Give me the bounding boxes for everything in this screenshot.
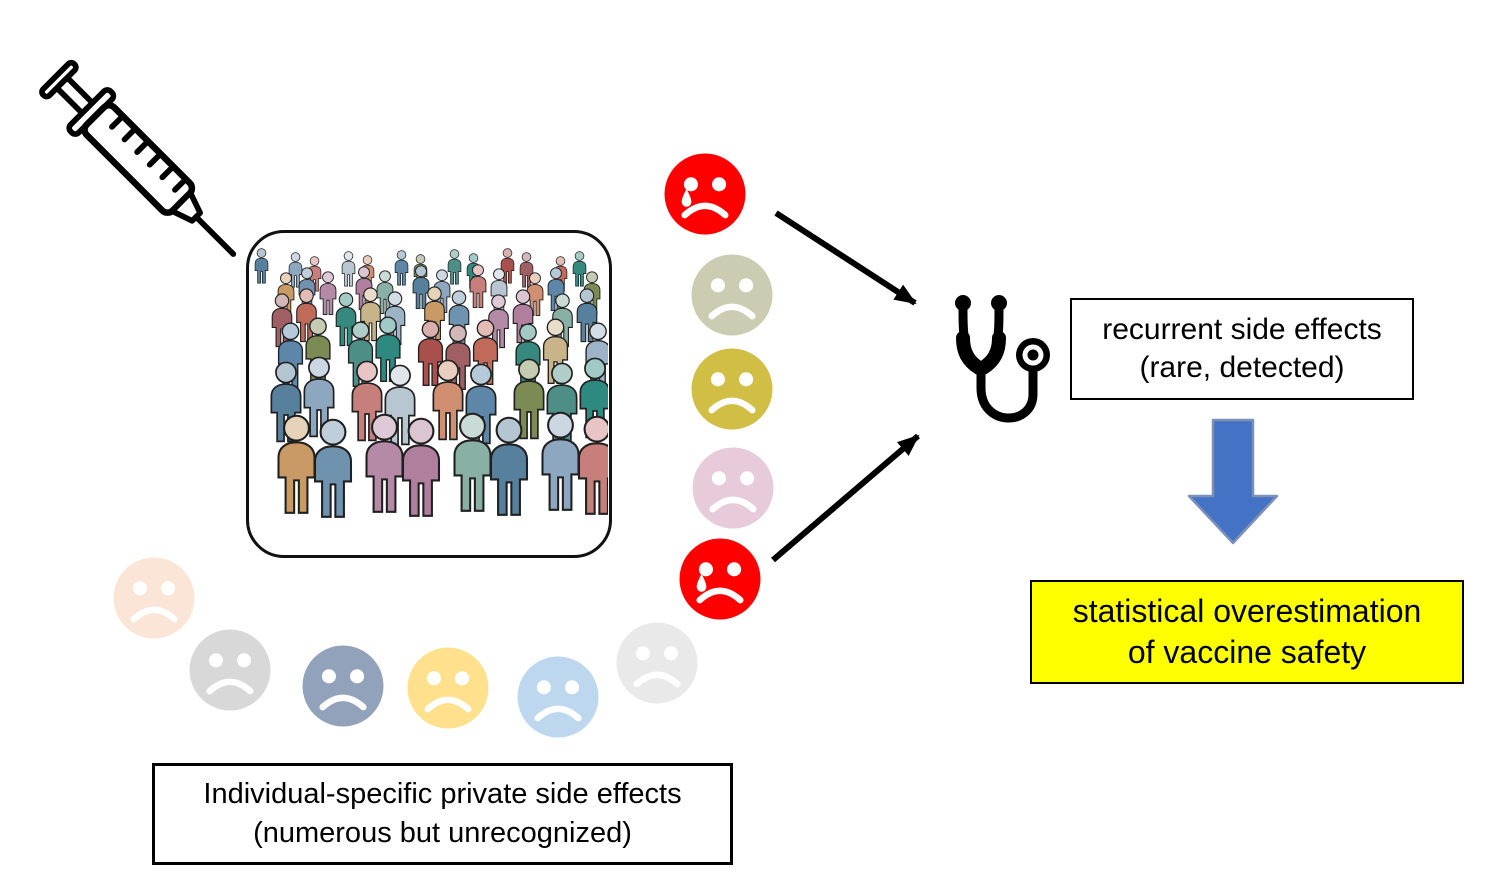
detected-sad-face-5-crying-red [676,535,764,623]
statistical-overestimation-box: statistical overestimation of vaccine sa… [1030,580,1464,684]
detected-sad-face-4-pink [689,444,777,532]
undetected-sad-face-5-light-blue [514,653,602,741]
detected-sad-face-3-mustard [688,345,776,433]
stethoscope-icon [955,295,1050,423]
syringe-icon [39,59,237,257]
arrow-bottom-face-to-doctor [771,433,920,563]
overestimation-line-2: of vaccine safety [1127,634,1367,670]
undetected-sad-face-3-blue-gray [299,642,387,730]
undetected-sad-face-6-pale-gray [613,619,701,707]
blue-block-down-arrow [1187,418,1279,545]
undetected-sad-face-2-gray [186,626,274,714]
crowd-of-people-image [246,230,612,558]
recurrent-side-effects-box: recurrent side effects (rare, detected) [1070,298,1414,400]
private-line-2: (numerous but unrecognized) [253,817,632,849]
arrow-top-face-to-doctor [774,210,917,306]
private-side-effects-box: Individual-specific private side effects… [152,763,733,865]
undetected-sad-face-4-yellow [404,644,492,732]
overestimation-line-1: statistical overestimation [1072,593,1422,629]
detected-sad-face-1-crying-red [661,150,749,238]
recurrent-line-1: recurrent side effects [1102,313,1382,346]
detected-sad-face-2-olive [688,251,776,339]
recurrent-line-2: (rare, detected) [1139,351,1345,384]
private-line-1: Individual-specific private side effects [203,778,682,810]
crowd-figures [254,248,608,518]
undetected-sad-face-1-peach [110,554,198,642]
